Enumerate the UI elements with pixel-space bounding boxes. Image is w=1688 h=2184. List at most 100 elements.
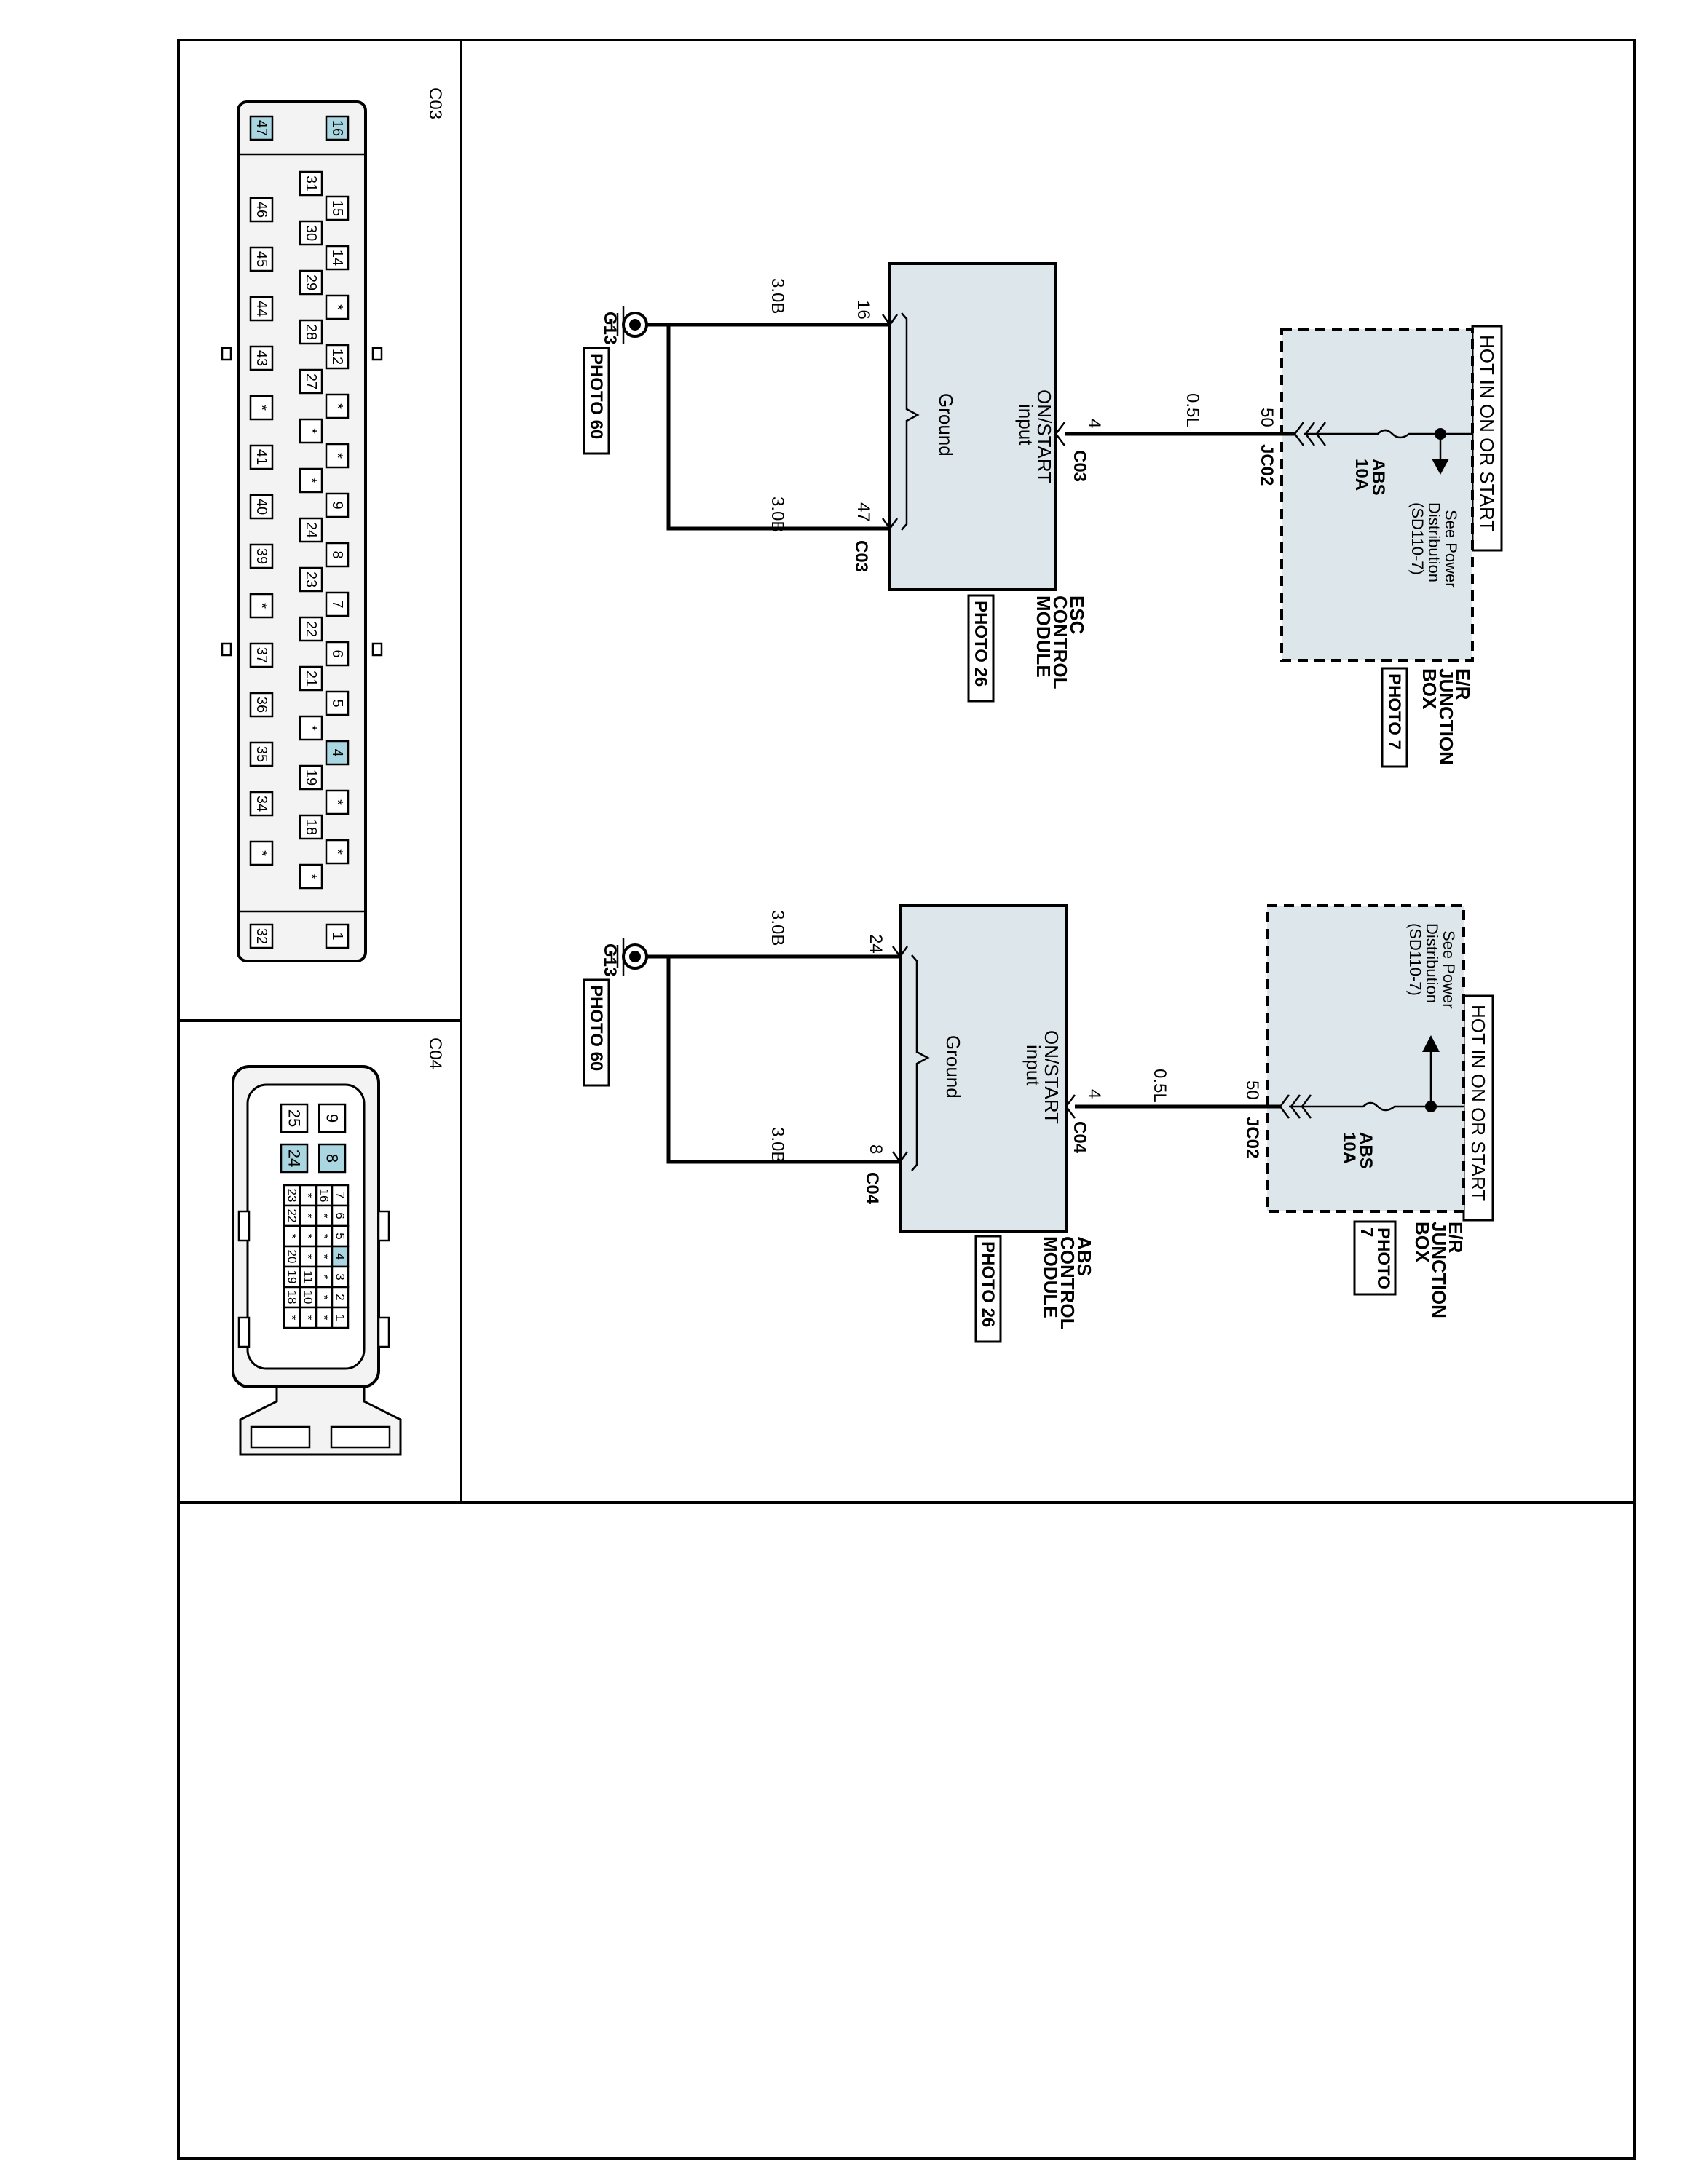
abs-power-arrow-icon — [1422, 1035, 1440, 1052]
esc-fuse-icon — [1304, 429, 1440, 439]
c04-pin-label: * — [318, 1275, 331, 1280]
c04-pin-label: * — [318, 1234, 331, 1239]
esc-module-name-1: ESC — [1066, 596, 1088, 635]
abs-ground-bracket — [911, 954, 930, 1171]
c04-pin-label: 10 — [301, 1291, 315, 1305]
abs-module-name-2: CONTROL — [1057, 1236, 1078, 1330]
c03-pin-cell — [325, 245, 350, 271]
abs-gnd-pin-b: 8 — [866, 1144, 886, 1154]
c03-pin-label: 27 — [303, 373, 319, 389]
c04-pin-label: * — [301, 1234, 315, 1239]
c04-pin-label: * — [318, 1214, 331, 1219]
c03-pin-cell — [299, 814, 323, 840]
c03-pin-label: * — [329, 849, 345, 855]
c04-pin-label: 1 — [334, 1314, 347, 1321]
esc-ground-bracket — [901, 312, 920, 531]
c03-pin-cell — [325, 195, 350, 221]
abs-jb-pin: 50 — [1242, 1080, 1262, 1100]
c04-pin-label: * — [285, 1234, 299, 1239]
c03-pin-label: 5 — [329, 699, 345, 707]
c03-pin-label: * — [253, 850, 269, 856]
abs-gnd-conn: C04 — [862, 1172, 882, 1205]
c03-pin-label: 14 — [329, 250, 345, 266]
c03-pin-cell — [325, 641, 350, 667]
c03-pin-label: 29 — [303, 274, 319, 290]
c03-pin-cell — [299, 517, 323, 543]
c03-pin-cell — [249, 692, 274, 718]
c03-pin-cell — [325, 294, 350, 320]
esc-gnd-wire-a: 3.0B — [768, 278, 787, 314]
abs-ground-name: G13 — [600, 943, 620, 976]
esc-module-name-2: CONTROL — [1049, 596, 1071, 689]
abs-module-name-1: ABS — [1073, 1236, 1095, 1276]
c03-pin-label: 18 — [303, 819, 319, 835]
c04-pin-label: 5 — [334, 1233, 347, 1239]
esc-jb-name-1: E/R — [1452, 668, 1474, 700]
c03-pin-cell — [299, 269, 323, 296]
c04-pin-label: * — [318, 1254, 331, 1259]
c03-pin-cell — [299, 764, 323, 791]
c03-pin-cell — [299, 418, 323, 444]
c03-pin-label: * — [329, 453, 345, 459]
abs-power-ref-1: See Power — [1440, 930, 1458, 1009]
c03-pin-label: * — [303, 478, 319, 483]
c03-pin-cell — [249, 345, 274, 371]
c03-pin-label: 7 — [329, 600, 345, 608]
c03-pin-label: 16 — [329, 120, 345, 136]
c03-pin-label: * — [303, 725, 319, 731]
c03-pin-label: 37 — [253, 647, 269, 663]
c03-pin-cell — [325, 740, 350, 766]
c03-pin-cell — [249, 115, 274, 141]
c03-pin-label: 23 — [303, 571, 319, 587]
abs-jb-photo-1: PHOTO — [1373, 1227, 1393, 1289]
c03-pin-cell — [299, 467, 323, 494]
c03-pin-label: 45 — [253, 251, 269, 267]
esc-module-ground: Ground — [935, 393, 957, 456]
c04-pin-label: 16 — [318, 1189, 331, 1203]
abs-ground-photo-box — [583, 978, 610, 1087]
c04-pin-label: * — [301, 1254, 315, 1259]
c03-pin-label: 28 — [303, 324, 319, 340]
esc-power-ref-2: Distribution — [1425, 502, 1443, 582]
c03-pin-label: 1 — [329, 932, 345, 940]
circuit-esc: HOT IN ON OR START See Power Distributio… — [583, 262, 1503, 768]
esc-ground-photo-box — [583, 347, 610, 455]
c03-pin-cell — [325, 923, 350, 949]
esc-ground-photo: PHOTO 60 — [586, 353, 606, 439]
abs-ground-photo: PHOTO 60 — [586, 985, 606, 1071]
abs-fuse-name: ABS — [1356, 1132, 1376, 1169]
esc-fuse-name: ABS — [1368, 459, 1388, 496]
c03-pin-label: 9 — [329, 501, 345, 509]
c03-pin-cell — [299, 170, 323, 197]
c03-pin-label: 41 — [253, 449, 269, 465]
c03-pin-label: 15 — [329, 200, 345, 216]
abs-gnd-wire-b: 3.0B — [768, 1127, 787, 1163]
esc-jb-conn: JC02 — [1257, 444, 1277, 486]
c04-pin-label: 18 — [285, 1291, 299, 1305]
c03-pin-cell — [299, 566, 323, 593]
esc-ground-name: G13 — [600, 312, 620, 344]
c04-pin-label: * — [318, 1295, 331, 1300]
c03-pin-cell — [249, 246, 274, 272]
esc-gnd-conn: C03 — [851, 540, 871, 572]
c03-pin-cell — [249, 494, 274, 520]
c04-pin-label: * — [285, 1315, 299, 1321]
esc-jb-name-2: JUNCTION — [1435, 668, 1457, 765]
esc-power-ref-3: (SD110-7) — [1408, 502, 1427, 575]
c03-pin-cell — [325, 839, 350, 865]
c03-pin-cell — [325, 344, 350, 370]
c04-pin-label: * — [318, 1315, 331, 1321]
c04-pin-label: 9 — [323, 1114, 342, 1123]
c04-pin-cell — [318, 1143, 347, 1174]
c03-pin-label: 47 — [253, 120, 269, 136]
c03-pin-cell — [325, 492, 350, 518]
abs-hot-label-box — [1462, 994, 1494, 1222]
c03-pin-label: * — [253, 603, 269, 609]
c04-pin-label: * — [301, 1315, 315, 1321]
c03-pin-label: 8 — [329, 550, 345, 558]
c03-pin-cell — [249, 296, 274, 322]
c03-pin-cell — [249, 840, 274, 866]
c04-pin-label: 25 — [285, 1109, 304, 1127]
esc-jb-photo-box — [1381, 667, 1408, 768]
esc-gnd-pin-a: 16 — [853, 300, 873, 320]
